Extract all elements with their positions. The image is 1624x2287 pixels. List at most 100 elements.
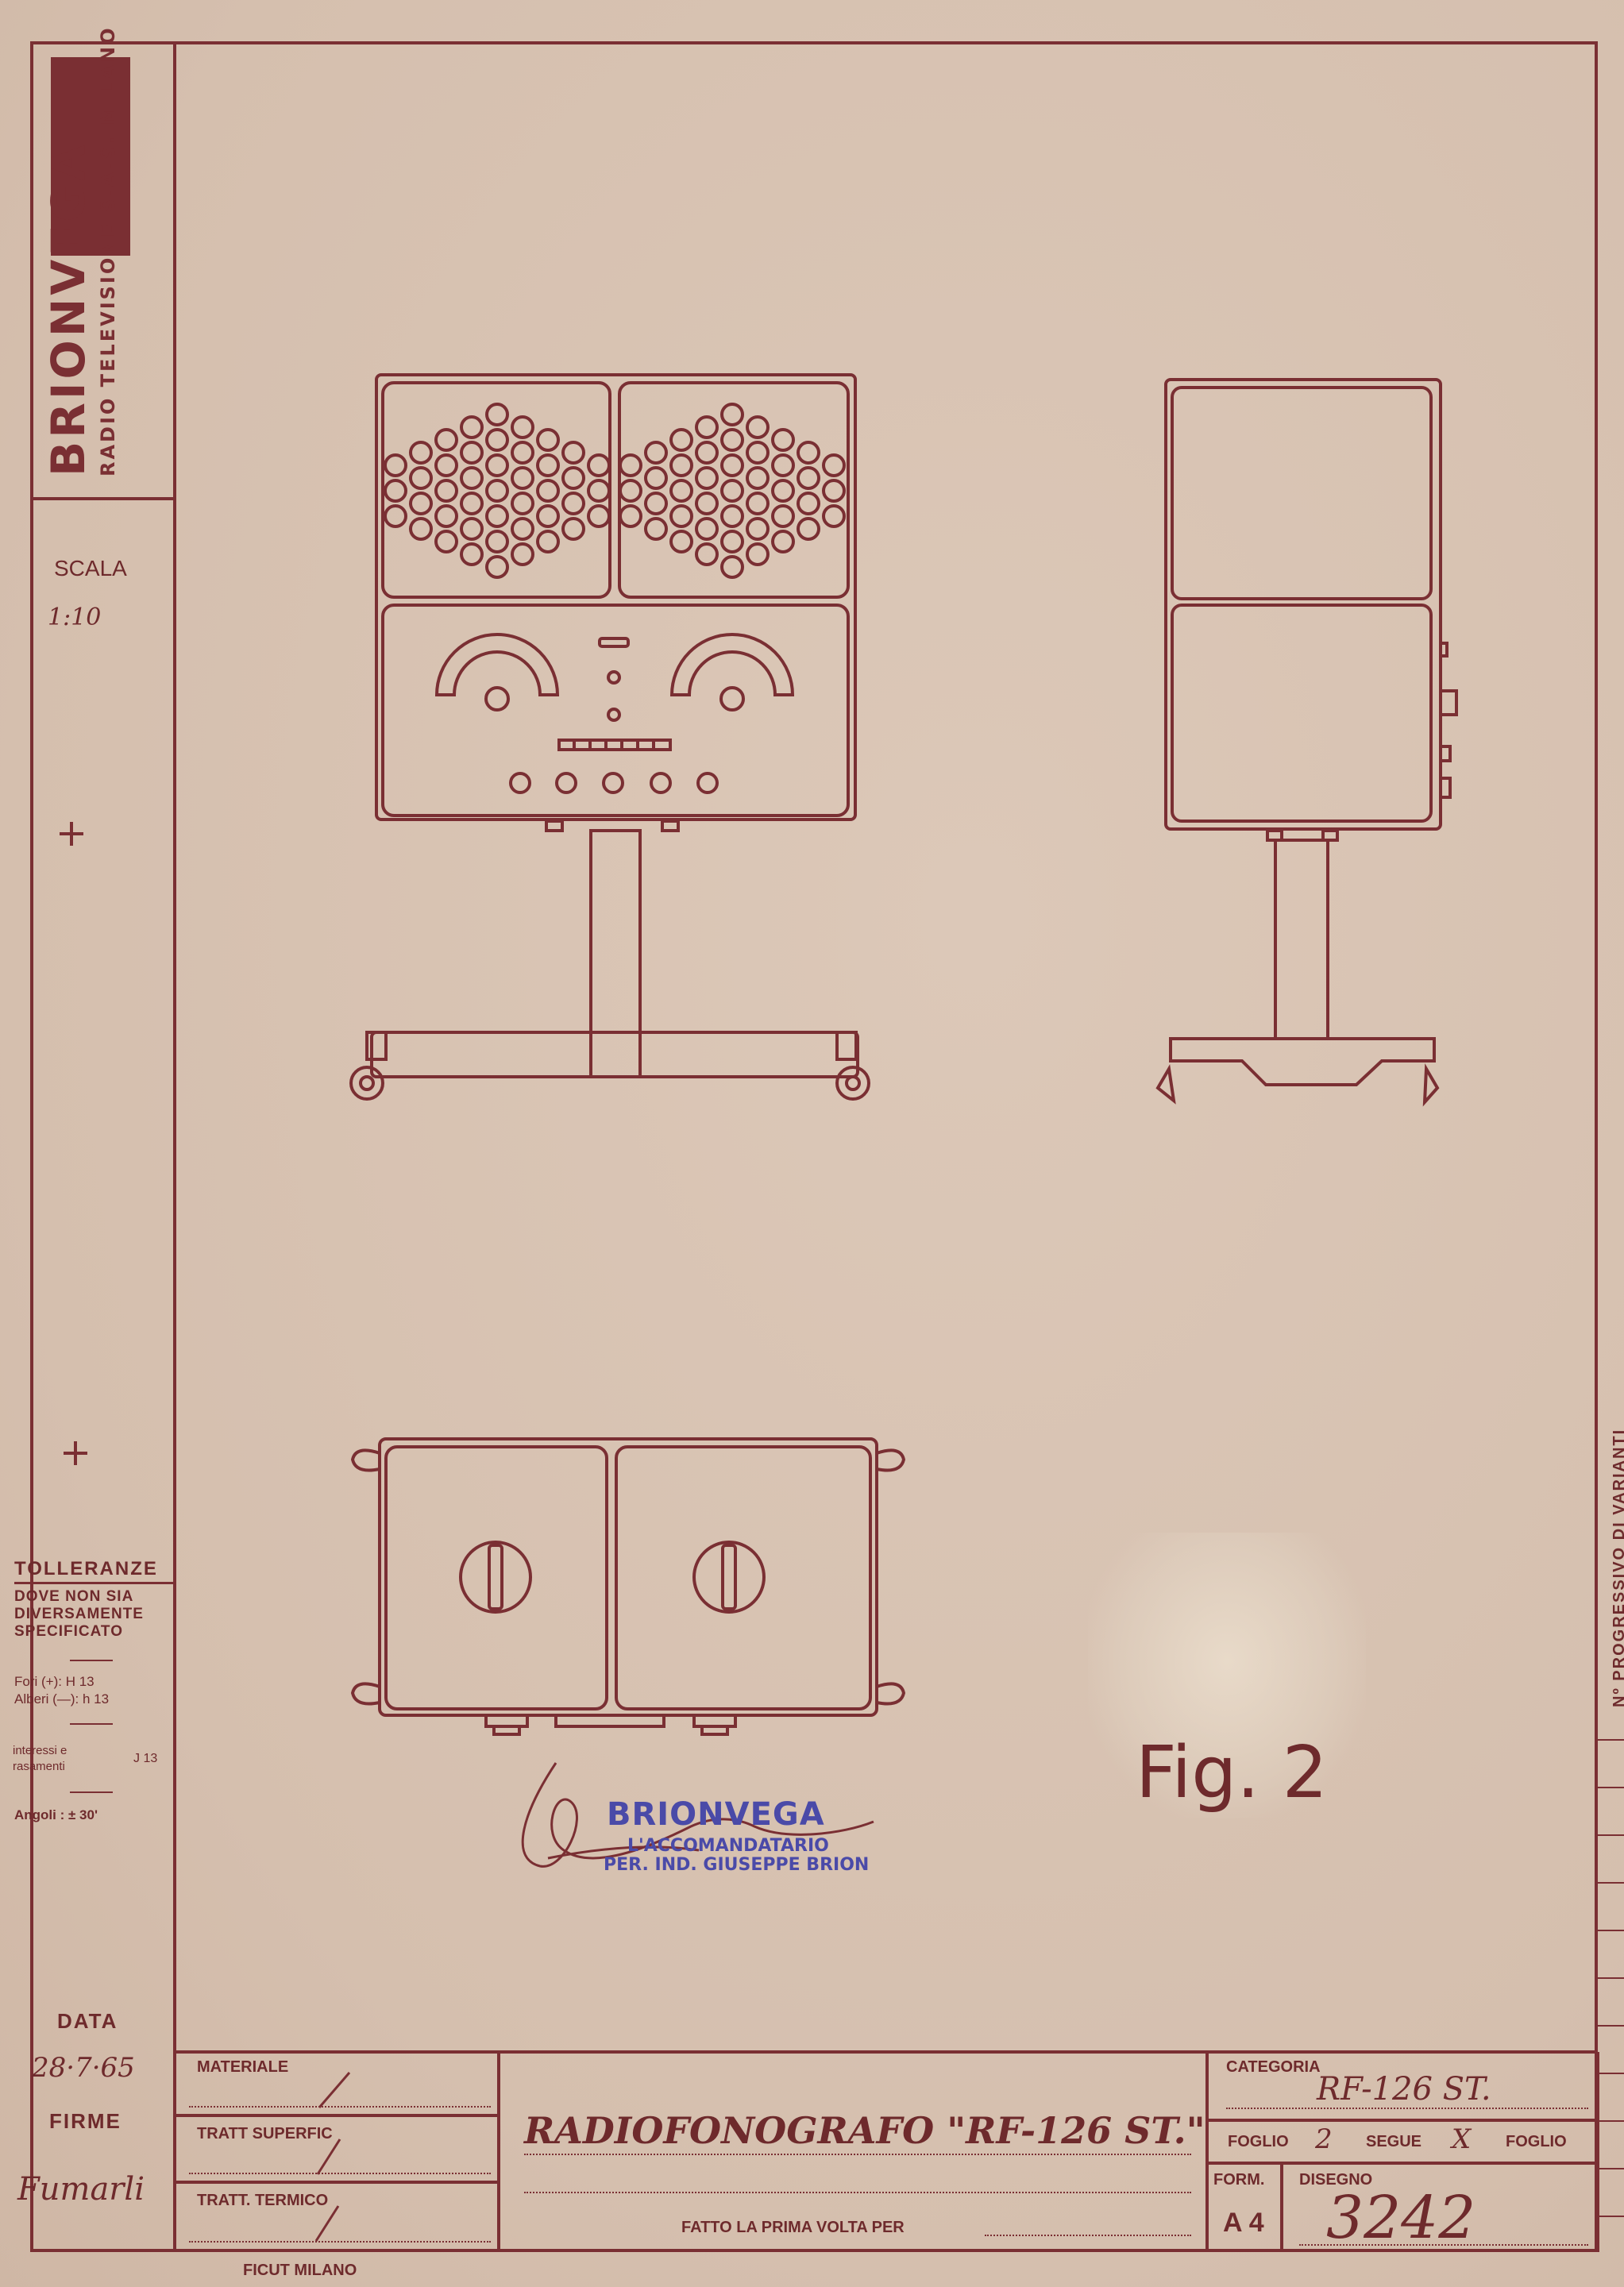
grill-hole bbox=[409, 517, 433, 541]
variants-tick bbox=[1598, 1787, 1624, 1788]
variants-tick bbox=[1598, 1882, 1624, 1884]
grill-hole bbox=[434, 479, 458, 503]
side-view bbox=[1155, 378, 1458, 1107]
grill-hole bbox=[720, 555, 744, 579]
grill-hole bbox=[384, 453, 407, 477]
category-line bbox=[1226, 2108, 1588, 2109]
thermal-treatment-label: TRATT. TERMICO bbox=[197, 2192, 329, 2209]
grill-hole bbox=[797, 466, 820, 490]
grill-hole bbox=[797, 517, 820, 541]
tolerances-subtitle-3: SPECIFICATO bbox=[14, 1623, 123, 1640]
grill-hole bbox=[822, 453, 846, 477]
signature-handwritten: Fumarli bbox=[17, 2171, 145, 2208]
grill-hole bbox=[771, 453, 795, 477]
title-line bbox=[524, 2154, 1191, 2155]
registration-mark bbox=[60, 822, 83, 846]
grill-hole bbox=[695, 466, 719, 490]
tolerances-subtitle-2: DIVERSAMENTE bbox=[14, 1606, 144, 1622]
grill-hole bbox=[434, 504, 458, 528]
paper-stain bbox=[1088, 1533, 1366, 1818]
front-knob bbox=[696, 772, 719, 794]
first-made-for-label: FATTO LA PRIMA VOLTA PER bbox=[681, 2219, 905, 2236]
grill-hole bbox=[536, 428, 560, 452]
left-margin-divider bbox=[173, 41, 176, 2252]
side-stand-column bbox=[1274, 839, 1329, 1040]
tolerances-short-rule-2 bbox=[70, 1723, 113, 1725]
material-label: MATERIALE bbox=[197, 2058, 289, 2076]
tolerances-short-rule-3 bbox=[70, 1791, 113, 1793]
speaker-grill-left bbox=[384, 403, 611, 579]
grill-hole bbox=[746, 542, 770, 566]
grill-hole bbox=[720, 479, 744, 503]
material-line bbox=[189, 2106, 491, 2108]
drawing-number-label: DISEGNO bbox=[1299, 2171, 1373, 2189]
grill-hole bbox=[669, 479, 693, 503]
grill-hole bbox=[644, 441, 668, 465]
grill-hole bbox=[384, 504, 407, 528]
tolerance-interassi: interessi e bbox=[13, 1744, 68, 1757]
grill-hole bbox=[434, 428, 458, 452]
grill-hole bbox=[822, 504, 846, 528]
grill-hole bbox=[619, 453, 642, 477]
control-dot bbox=[607, 670, 621, 685]
grill-hole bbox=[460, 517, 484, 541]
grill-hole bbox=[695, 542, 719, 566]
drawing-title: RADIOFONOGRAFO "RF-126 ST." bbox=[524, 2109, 1205, 2152]
top-left-panel bbox=[384, 1445, 608, 1710]
grill-hole bbox=[771, 479, 795, 503]
grill-hole bbox=[746, 517, 770, 541]
grill-hole bbox=[644, 466, 668, 490]
turntable-lock-right bbox=[692, 1541, 766, 1614]
stamp-line-1: L'ACCOMANDATARIO bbox=[627, 1836, 829, 1856]
grill-hole bbox=[644, 517, 668, 541]
registration-mark bbox=[64, 1441, 87, 1465]
grill-hole bbox=[460, 466, 484, 490]
tolerance-fori: Fori (+): H 13 bbox=[14, 1674, 95, 1689]
grill-hole bbox=[460, 492, 484, 515]
grill-hole bbox=[460, 415, 484, 439]
figure-label: Fig. 2 bbox=[1136, 1731, 1328, 1815]
date-label: DATA bbox=[57, 2009, 118, 2033]
follows-value: X bbox=[1452, 2123, 1472, 2155]
grill-hole bbox=[561, 517, 585, 541]
category-value: RF-126 ST. bbox=[1317, 2071, 1491, 2108]
right-speaker-panel bbox=[618, 381, 850, 599]
variants-tick bbox=[1598, 1834, 1624, 1836]
grill-hole bbox=[460, 542, 484, 566]
tolerance-interassi-value: J 13 bbox=[133, 1752, 158, 1765]
stamp-brand: BRIONVEGA bbox=[607, 1796, 825, 1833]
grill-hole bbox=[720, 530, 744, 553]
variants-tick bbox=[1598, 1977, 1624, 1979]
grill-hole bbox=[619, 479, 642, 503]
title-block-lines bbox=[176, 2050, 1599, 2252]
grill-hole bbox=[619, 504, 642, 528]
tolerance-angoli: Angoli : ± 30' bbox=[14, 1807, 98, 1822]
tolerances-rule bbox=[14, 1582, 173, 1584]
grill-hole bbox=[695, 517, 719, 541]
grill-hole bbox=[460, 441, 484, 465]
scale-label: SCALA bbox=[54, 556, 127, 580]
variants-tick bbox=[1598, 2120, 1624, 2122]
variants-tick bbox=[1598, 2216, 1624, 2217]
side-stand-base bbox=[1169, 1037, 1436, 1086]
grill-hole bbox=[561, 492, 585, 515]
grill-hole bbox=[561, 441, 585, 465]
variants-tick bbox=[1598, 2168, 1624, 2169]
tolerances-subtitle-1: DOVE NON SIA bbox=[14, 1588, 134, 1605]
front-view bbox=[349, 373, 870, 1101]
drawing-number-line bbox=[1299, 2244, 1588, 2246]
grill-hole bbox=[771, 530, 795, 553]
front-knob bbox=[509, 772, 531, 794]
tolerance-rasamenti: rasamenti bbox=[13, 1760, 65, 1773]
logo-block bbox=[51, 57, 130, 256]
grill-hole bbox=[434, 530, 458, 553]
tolerances-title: TOLLERANZE bbox=[14, 1558, 158, 1579]
grill-hole bbox=[485, 479, 509, 503]
date-value: 28·7·65 bbox=[32, 2052, 135, 2084]
top-handle bbox=[350, 1682, 380, 1706]
grill-hole bbox=[409, 441, 433, 465]
variants-tick bbox=[1598, 2073, 1624, 2074]
signatures-label: FIRME bbox=[49, 2109, 122, 2133]
top-view bbox=[350, 1437, 906, 1736]
